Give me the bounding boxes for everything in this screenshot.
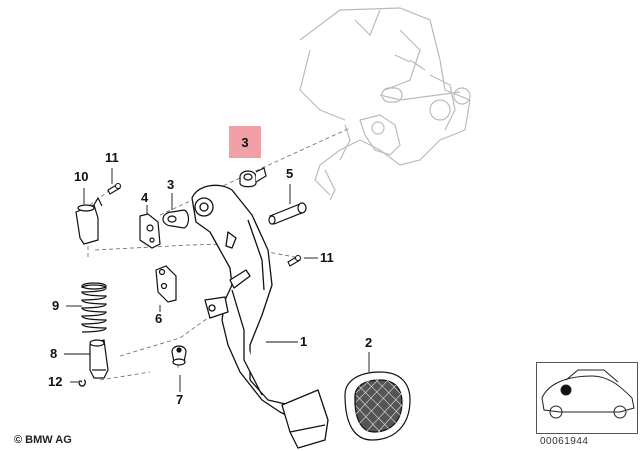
bracket-clip-part-6	[155, 265, 177, 303]
callout-9[interactable]: 9	[52, 298, 60, 313]
spring-seat-part-8	[89, 339, 109, 379]
spring-cup-part-10	[75, 196, 103, 245]
vehicle-thumbnail-frame	[536, 362, 638, 434]
pin-part-5	[268, 202, 307, 225]
document-number: 00061944	[540, 436, 589, 447]
callout-11-lower[interactable]: 11	[320, 250, 334, 265]
callout-leaders	[64, 168, 370, 392]
pedal-lever-part-1	[191, 184, 329, 449]
callout-6[interactable]: 6	[155, 311, 163, 326]
rubber-pad-part-2	[344, 371, 411, 441]
bolt-part-11-upper	[107, 182, 122, 195]
clip-part-4	[139, 213, 161, 249]
bolt-part-11-lower	[287, 254, 302, 267]
callout-2[interactable]: 2	[365, 335, 373, 350]
callout-4[interactable]: 4	[141, 190, 149, 205]
callout-5[interactable]: 5	[286, 166, 294, 181]
clip-ring-part-12	[78, 379, 86, 387]
vehicle-thumbnail	[541, 369, 635, 419]
callout-3-highlighted[interactable]: 3	[229, 126, 261, 158]
callout-8[interactable]: 8	[50, 346, 58, 361]
copyright-text: © BMW AG	[14, 434, 72, 446]
callout-3[interactable]: 3	[167, 177, 175, 192]
push-nut-part-7	[171, 345, 187, 366]
callout-1[interactable]: 1	[300, 334, 308, 349]
bushing-part-3-lower	[162, 209, 190, 229]
callout-12[interactable]: 12	[48, 374, 63, 389]
callout-10[interactable]: 10	[74, 169, 89, 184]
bushing-part-3-upper	[239, 167, 267, 188]
pedal-bracket-ghost	[299, 7, 471, 201]
spring-part-9	[81, 282, 107, 333]
callout-11-upper[interactable]: 11	[105, 150, 119, 165]
assembly-axis-lines	[87, 127, 351, 381]
callout-7[interactable]: 7	[176, 392, 184, 407]
